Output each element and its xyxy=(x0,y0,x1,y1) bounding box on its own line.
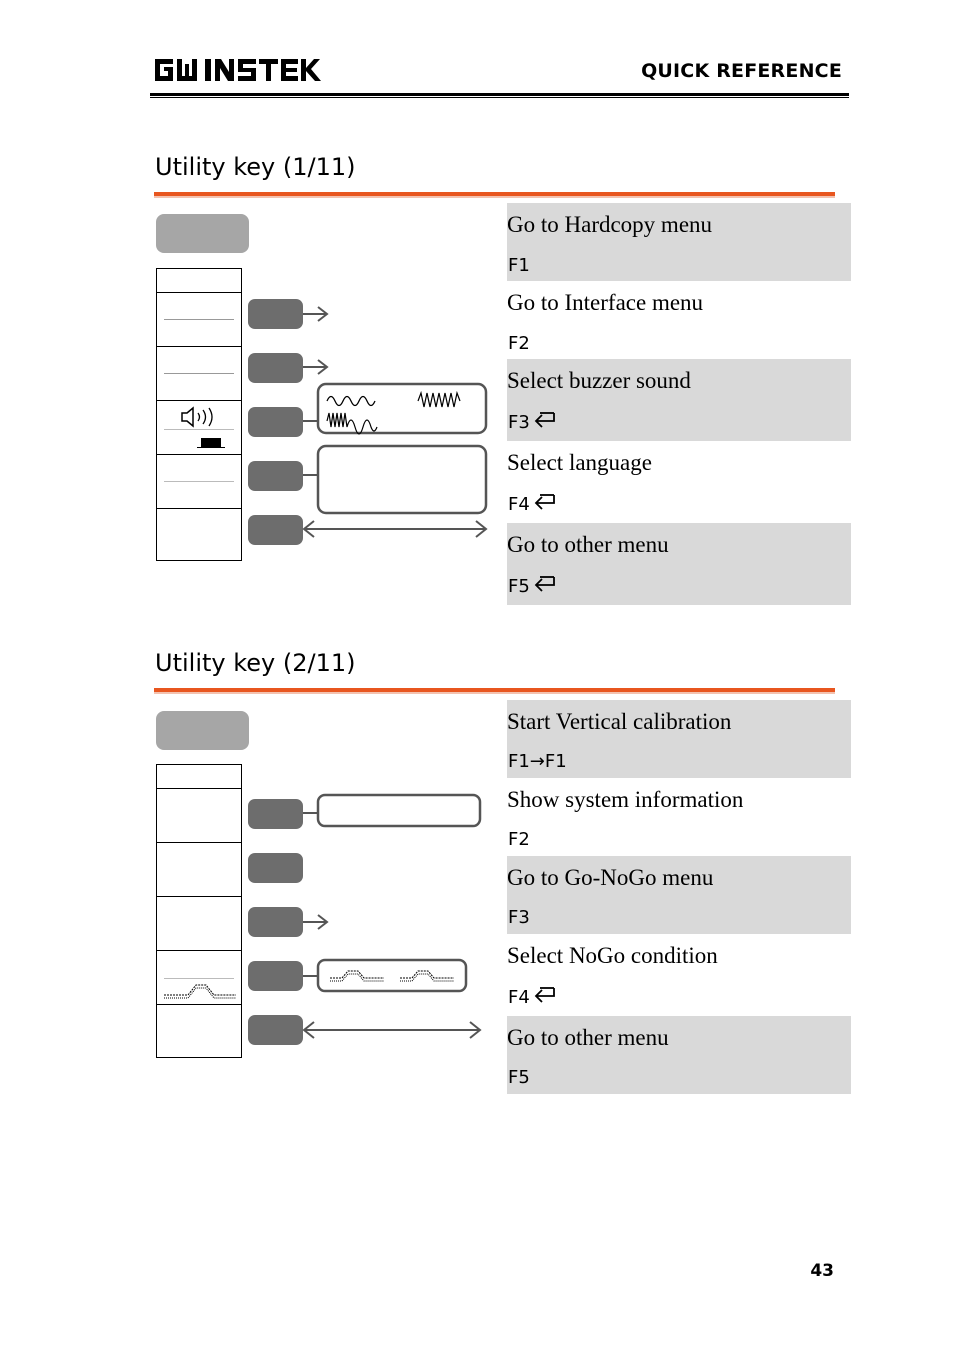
diagram-arrows-2 xyxy=(302,793,482,1039)
utility-key-button[interactable] xyxy=(156,711,249,750)
row-key: F3 xyxy=(508,412,530,433)
table-row: Go to Hardcopy menu F1 xyxy=(507,203,851,281)
f2-button[interactable] xyxy=(248,353,303,383)
table-row: Go to Go-NoGo menu F3 xyxy=(507,856,851,934)
row-key: F5 xyxy=(508,576,530,597)
f5-button[interactable] xyxy=(248,1015,303,1045)
menu-cell-f1 xyxy=(157,788,241,842)
row-key: F1 xyxy=(508,255,530,276)
section-title-2: Utility key (2/11) xyxy=(155,649,356,677)
f1-button[interactable] xyxy=(248,299,303,329)
row-description: Go to Hardcopy menu xyxy=(507,212,713,237)
section-rule-shadow-2 xyxy=(154,692,835,694)
row-key: F4 xyxy=(508,987,530,1008)
table-row: Go to Interface menu F2 xyxy=(507,281,851,359)
table-row: Select buzzer sound F3 xyxy=(507,359,851,441)
row-description: Show system information xyxy=(507,787,744,812)
table-row: Select NoGo condition F4 xyxy=(507,934,851,1016)
nogo-condition-icon xyxy=(330,970,454,982)
row-description: Start Vertical calibration xyxy=(507,709,732,734)
f1-button[interactable] xyxy=(248,799,303,829)
soft-menu-panel-2 xyxy=(156,764,242,1058)
table-row: Go to other menu F5 xyxy=(507,523,851,605)
menu-cell-f4 xyxy=(157,950,241,1004)
menu-cell-f2 xyxy=(157,842,241,896)
utility-key-button[interactable] xyxy=(156,214,249,253)
f4-button[interactable] xyxy=(248,461,303,491)
table-row: Go to other menu F5 xyxy=(507,1016,851,1094)
menu-cell-f2 xyxy=(157,346,241,400)
section-header: QUICK REFERENCE xyxy=(641,60,842,82)
menu-cell-f1 xyxy=(157,292,241,346)
row-key: F3 xyxy=(508,907,530,928)
double-arrow-icon xyxy=(302,520,488,538)
speaker-icon xyxy=(181,406,213,428)
waveform-icon xyxy=(326,395,376,407)
row-key: F5 xyxy=(508,1067,530,1088)
menu-cell-f3 xyxy=(157,896,241,950)
row-description: Select language xyxy=(507,450,652,475)
f2-button[interactable] xyxy=(248,853,303,883)
menu-cell-f4 xyxy=(157,454,241,508)
table-row: Start Vertical calibration F1→F1 xyxy=(507,700,851,778)
f4-button[interactable] xyxy=(248,961,303,991)
menu-cell-f5 xyxy=(157,508,241,562)
diagram-arrows-1 xyxy=(302,306,488,538)
right-arrow-icon xyxy=(303,359,329,375)
description-table-2: Start Vertical calibration F1→F1 Show sy… xyxy=(507,700,851,1094)
page-number: 43 xyxy=(810,1261,834,1281)
row-description: Select buzzer sound xyxy=(507,368,691,393)
table-row: Show system information F2 xyxy=(507,778,851,856)
return-arrow-icon xyxy=(534,576,555,592)
return-arrow-icon xyxy=(534,494,555,510)
header-rule-thin xyxy=(150,97,849,98)
waveform-icon xyxy=(326,412,378,435)
row-key: F4 xyxy=(508,494,530,515)
menu-cell-f3 xyxy=(157,400,241,454)
section-title-1: Utility key (1/11) xyxy=(155,153,356,181)
waveform-icon xyxy=(417,390,461,408)
f5-button[interactable] xyxy=(248,515,303,545)
section-rule-1 xyxy=(154,192,835,196)
section-rule-2 xyxy=(154,688,835,692)
f3-button[interactable] xyxy=(248,407,303,437)
row-key: F1→F1 xyxy=(508,751,567,772)
f3-button[interactable] xyxy=(248,907,303,937)
return-arrow-icon xyxy=(534,412,555,428)
nogo-condition-icon xyxy=(164,984,236,999)
table-row: Select language F4 xyxy=(507,441,851,523)
menu-cell-f5 xyxy=(157,1004,241,1059)
row-description: Go to other menu xyxy=(507,532,669,557)
row-key: F2 xyxy=(508,333,530,354)
right-arrow-icon xyxy=(303,306,329,322)
header-rule xyxy=(150,93,849,96)
gw-instek-logo xyxy=(155,59,321,81)
double-arrow-icon xyxy=(302,1021,482,1039)
right-arrow-icon xyxy=(303,914,329,930)
row-description: Go to other menu xyxy=(507,1025,669,1050)
section-rule-shadow-1 xyxy=(154,196,835,198)
row-description: Go to Interface menu xyxy=(507,290,704,315)
soft-menu-panel-1 xyxy=(156,268,242,561)
row-description: Go to Go-NoGo menu xyxy=(507,865,714,890)
row-key: F2 xyxy=(508,829,530,850)
description-table-1: Go to Hardcopy menu F1 Go to Interface m… xyxy=(507,203,851,605)
row-description: Select NoGo condition xyxy=(507,943,718,968)
return-arrow-icon xyxy=(534,987,555,1003)
